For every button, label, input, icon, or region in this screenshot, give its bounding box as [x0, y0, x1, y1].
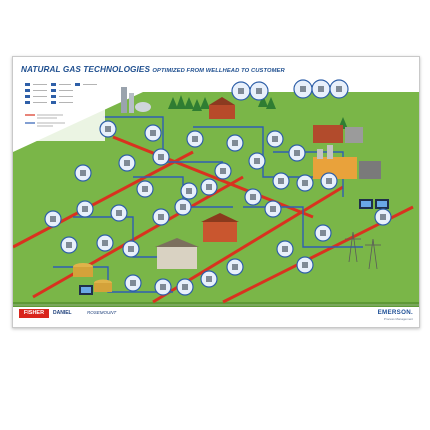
industrial-plant-icon — [313, 145, 381, 179]
poster-title-sub: Optimized from Wellhead to Customer — [152, 68, 285, 74]
ground-shadow-band — [13, 302, 419, 307]
poster: NATURAL GAS TECHNOLOGIES Optimized from … — [12, 56, 420, 328]
poster-title-main: NATURAL GAS TECHNOLOGIES — [21, 65, 151, 74]
residential-house-icon — [155, 213, 239, 269]
rosemount-logo: ROSEMOUNT — [87, 310, 117, 315]
storage-tank-icon — [73, 263, 112, 292]
gas-plant-icon — [121, 87, 151, 113]
emerson-logo: EMERSON. — [377, 309, 413, 316]
fisher-logo: FISHER — [19, 309, 49, 318]
compressor-station-icon — [209, 97, 235, 119]
valve-icon-cluster — [50, 86, 386, 290]
emerson-tagline: Process Management — [383, 317, 413, 321]
tree-icon-cluster — [168, 95, 348, 129]
legend-panel — [21, 77, 105, 141]
computer-monitor-icon — [79, 199, 389, 295]
power-tower-icon — [345, 231, 381, 270]
industrial-plant-icon-2 — [313, 125, 363, 143]
poster-illustration — [13, 77, 419, 307]
daniel-logo: DANIEL — [53, 310, 72, 316]
poster-title: NATURAL GAS TECHNOLOGIES Optimized from … — [21, 65, 285, 74]
